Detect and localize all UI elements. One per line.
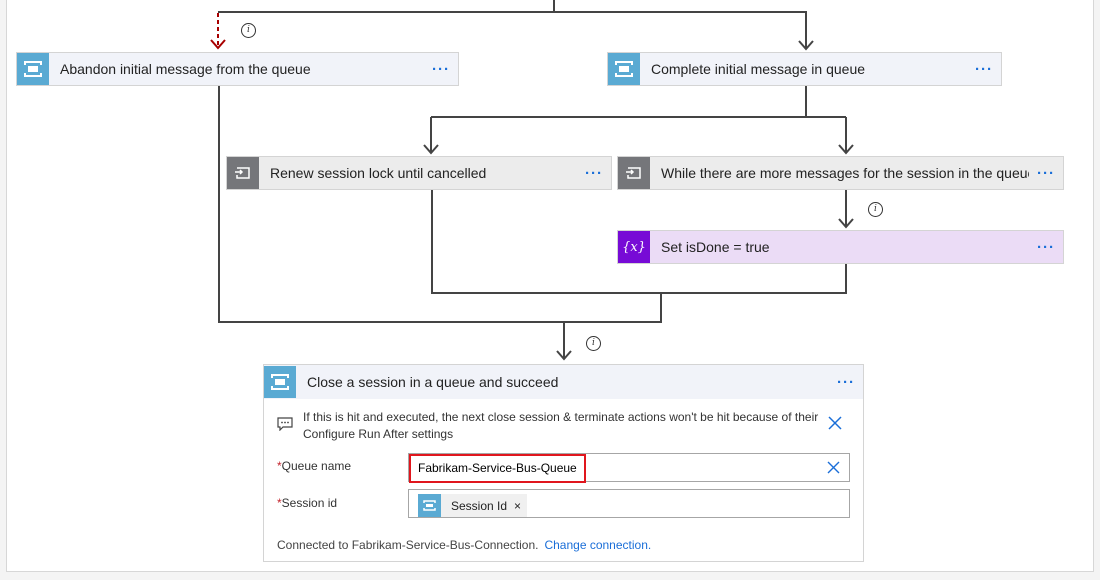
arrowhead (798, 40, 814, 51)
service-bus-icon (418, 494, 441, 517)
close-icon[interactable] (827, 415, 843, 436)
connection-text: Connected to Fabrikam-Service-Bus-Connec… (277, 538, 539, 552)
info-icon[interactable]: i (586, 336, 601, 351)
loop-icon (227, 157, 259, 189)
more-options-button[interactable]: ··· (432, 60, 450, 78)
connection-info: Connected to Fabrikam-Service-Bus-Connec… (277, 538, 651, 552)
dynamic-content-token[interactable]: Session Id × (418, 494, 528, 517)
arrowhead (838, 144, 854, 155)
queue-name-field[interactable]: Fabrikam-Service-Bus-Queue (408, 453, 850, 483)
clear-icon[interactable] (827, 461, 840, 479)
connector-merge-inner (431, 190, 847, 294)
service-bus-icon (264, 366, 296, 398)
action-title: Abandon initial message from the queue (60, 61, 311, 77)
arrowhead (556, 350, 572, 361)
more-options-button[interactable]: ··· (975, 60, 993, 78)
more-options-button[interactable]: ··· (585, 164, 603, 182)
arrowhead (838, 218, 854, 229)
more-options-button[interactable]: ··· (837, 373, 855, 391)
comment-text: If this is hit and executed, the next cl… (303, 410, 819, 441)
connector-complete-branch (430, 86, 847, 152)
more-options-button[interactable]: ··· (1037, 164, 1055, 182)
action-title: While there are more messages for the se… (661, 165, 1029, 181)
action-card-close-session: Close a session in a queue and succeed ·… (263, 364, 864, 562)
action-card-renew-lock[interactable]: Renew session lock until cancelled ··· (226, 156, 612, 190)
action-header[interactable]: Close a session in a queue and succeed ·… (264, 365, 863, 399)
queue-name-value[interactable]: Fabrikam-Service-Bus-Queue (409, 454, 586, 483)
loop-icon (618, 157, 650, 189)
change-connection-link[interactable]: Change connection. (544, 538, 652, 552)
arrowhead (423, 144, 439, 155)
queue-name-label: *Queue name (277, 459, 352, 473)
action-title: Complete initial message in queue (651, 61, 866, 77)
session-id-field[interactable]: Session Id × (408, 489, 850, 518)
info-icon[interactable]: i (241, 23, 256, 38)
connector-top (218, 0, 807, 48)
more-options-button[interactable]: ··· (1037, 238, 1055, 256)
info-icon[interactable]: i (868, 202, 883, 217)
connector-merge-outer (218, 86, 662, 358)
token-label: Session Id (451, 498, 508, 513)
action-card-abandon[interactable]: Abandon initial message from the queue ·… (16, 52, 459, 86)
variable-icon: {x} (618, 231, 650, 263)
service-bus-icon (608, 53, 640, 85)
action-card-while-loop[interactable]: While there are more messages for the se… (617, 156, 1064, 190)
session-id-label: *Session id (277, 496, 338, 510)
action-title: Renew session lock until cancelled (270, 165, 487, 181)
arrowhead (210, 39, 226, 50)
svg-text:{x}: {x} (623, 240, 645, 255)
action-title: Set isDone = true (661, 239, 770, 255)
remove-token-icon[interactable]: × (514, 498, 522, 513)
service-bus-icon (17, 53, 49, 85)
action-title: Close a session in a queue and succeed (307, 374, 559, 390)
action-card-complete[interactable]: Complete initial message in queue ··· (607, 52, 1002, 86)
action-card-set-variable[interactable]: {x} Set isDone = true ··· (617, 230, 1064, 264)
comment-icon (277, 417, 293, 436)
